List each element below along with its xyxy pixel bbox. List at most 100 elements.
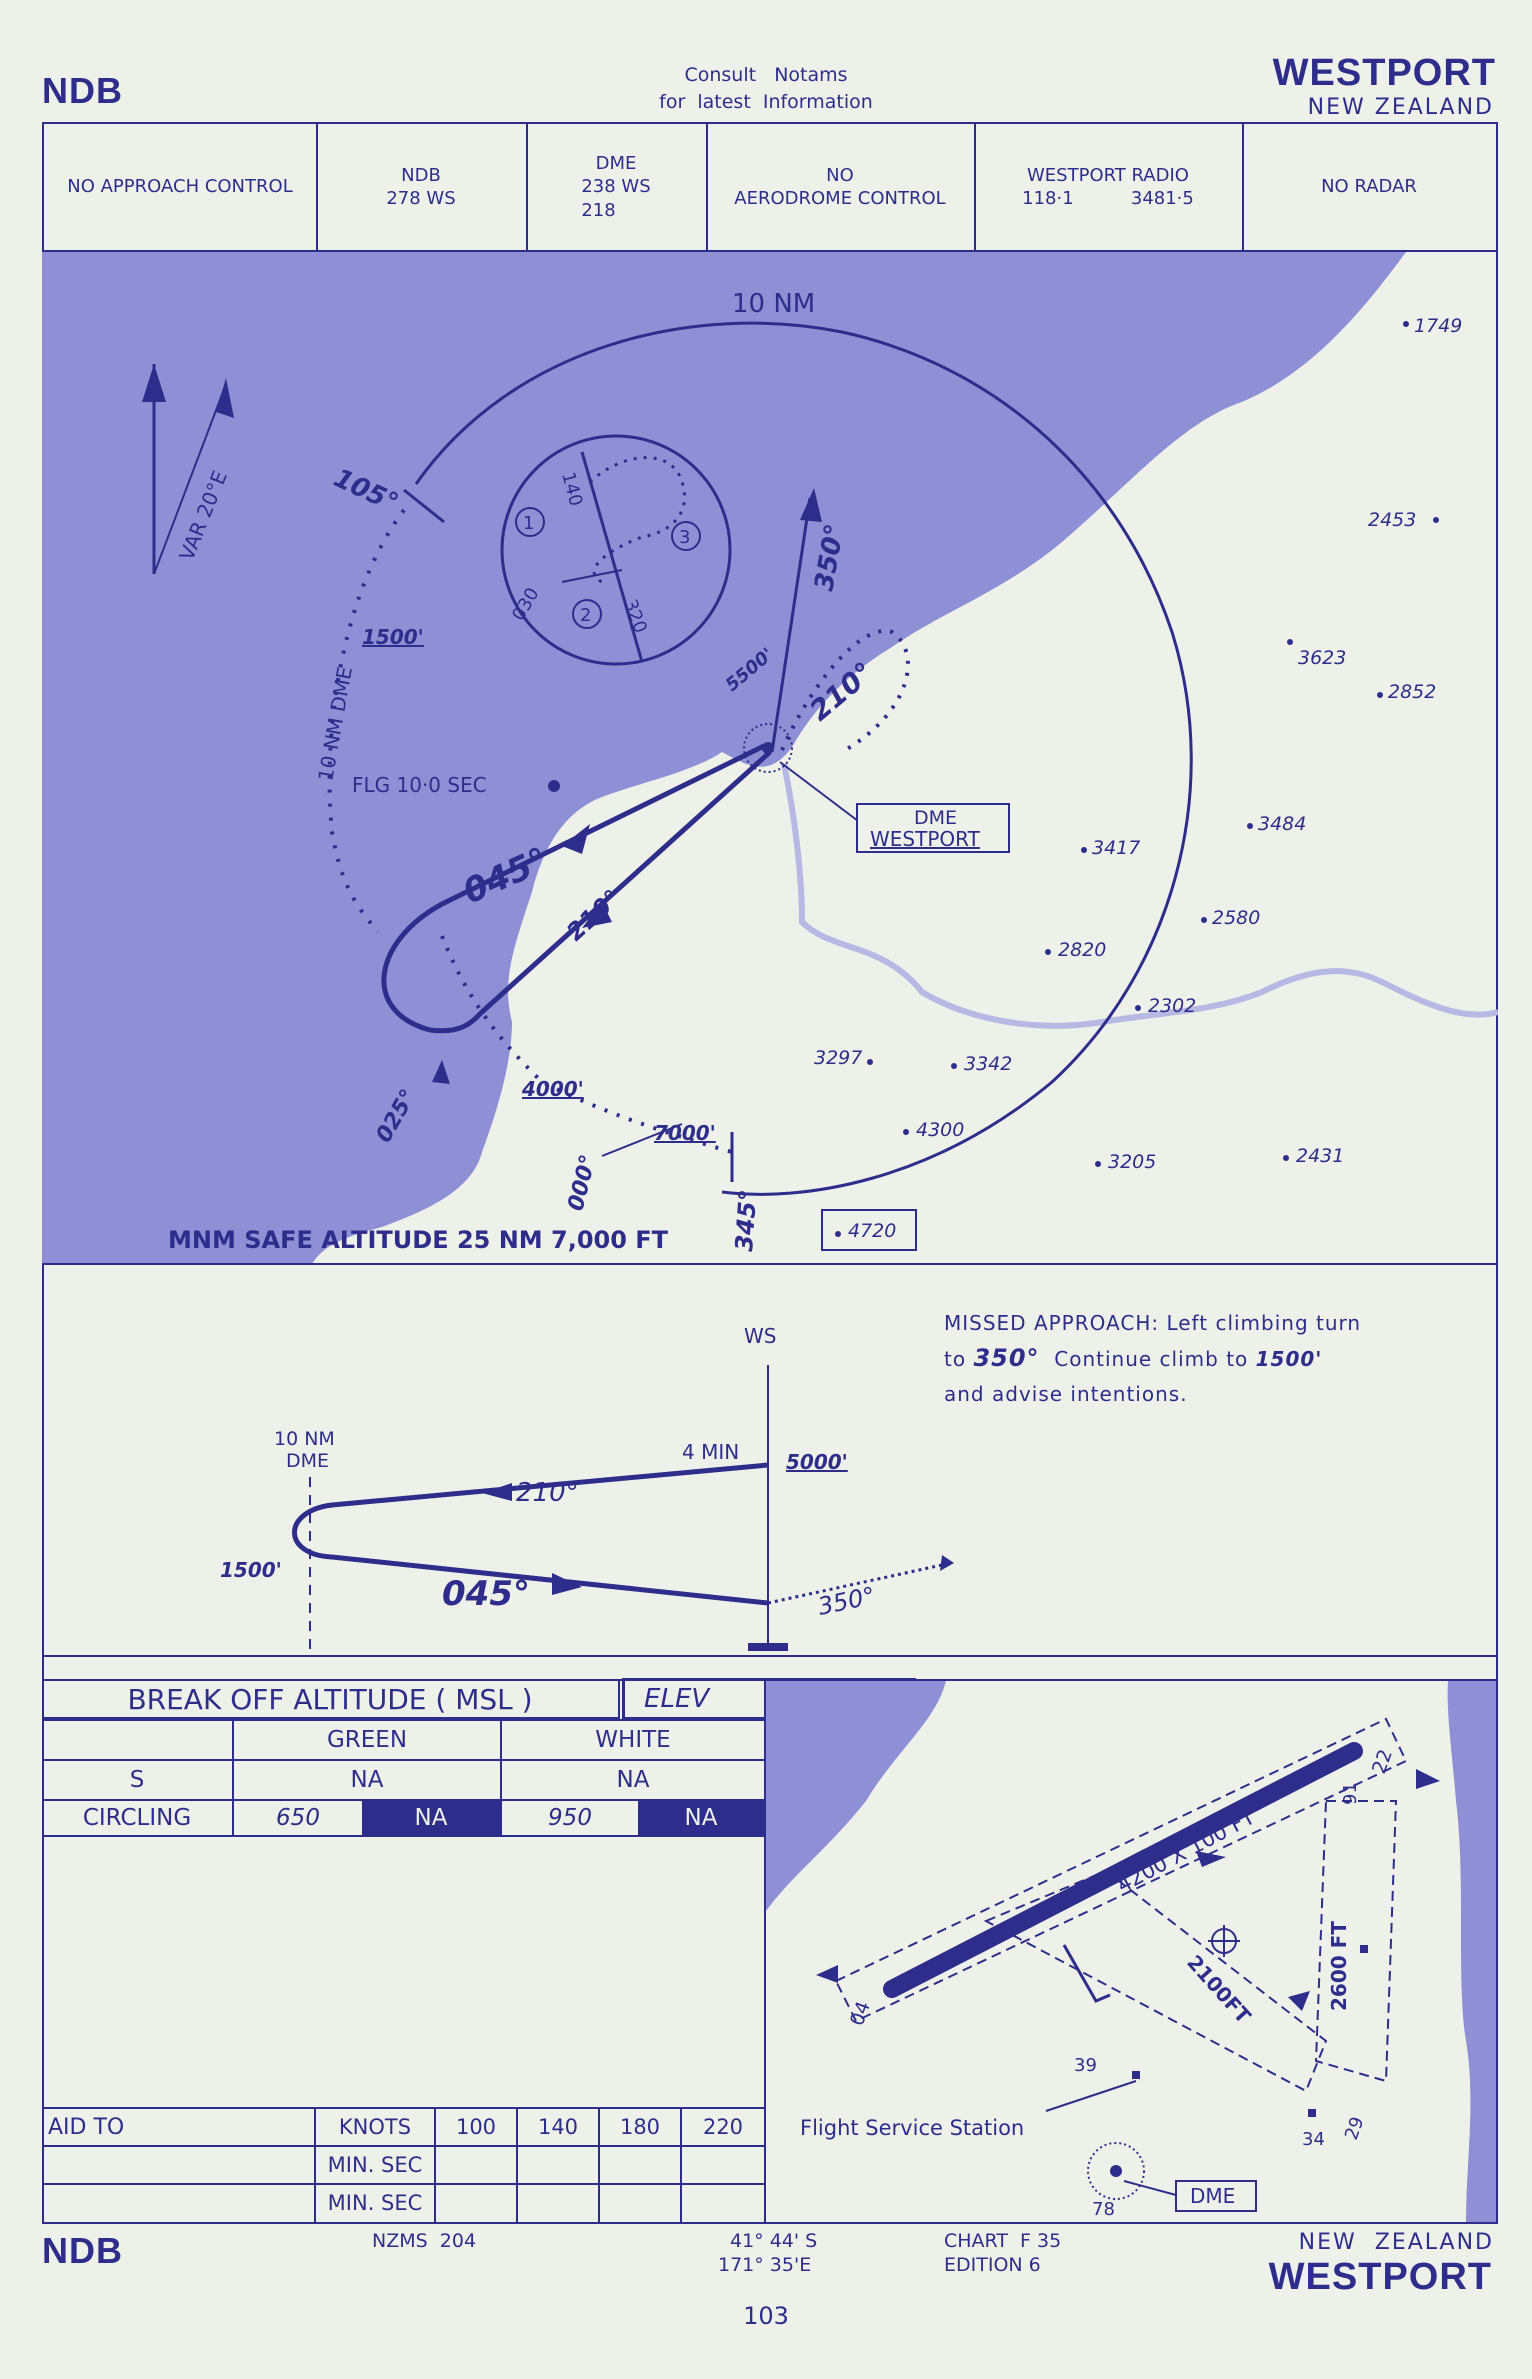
runway-22-arrow [1416,1769,1440,1789]
circling-green: 650 [276,1805,320,1831]
circling-white-na: NA [638,1801,764,1835]
info-radio-freqs: 118·1 3481·5 [1022,188,1194,209]
magnetic-north-line [153,383,227,575]
speed-140: 140 [537,2115,579,2139]
info-ndb-label: NDB [401,164,441,186]
alt-4000: 4000' [521,1077,584,1101]
spot-height: 3417 [1092,837,1140,859]
missed-approach-arrowhead [800,488,822,522]
profile-course-350: 350° [815,1581,877,1620]
fss-leader [1045,2080,1137,2112]
info-dme-channel: 238 WS [581,176,651,198]
info-box-approach: NO APPROACH CONTROL [44,124,318,250]
magnetic-north-arrowhead [216,378,234,418]
row-circling: CIRCLING [82,1805,192,1831]
holding-inset-circle [500,434,732,666]
footer-chart-number: CHART F 35 [944,2230,1062,2252]
grass-strip-2100 [983,1869,1328,2093]
missed-to: to [944,1347,974,1371]
header-aerodrome-title: WESTPORT [1272,52,1496,94]
spot-dot [1287,639,1293,645]
spot-dot [951,1063,957,1069]
spot-height: 3342 [964,1053,1012,1075]
spot-height: 4300 [916,1119,964,1141]
aerodrome-sea-east [1447,1681,1496,2222]
procedure-turn [381,743,772,1034]
dme-label: DME [1190,2184,1235,2208]
spot-4720-box [821,1209,917,1251]
spot-4720-label: 4720 [848,1220,896,1242]
hold-entry-2-marker [572,599,602,629]
runway-04-label: 04 [846,1998,875,2028]
spot-dot [1201,917,1207,923]
spot-height: 2820 [1058,939,1106,961]
minima-rule [232,1719,234,1837]
missed-approach-line1: MISSED APPROACH: Left climbing turn [944,1311,1362,1335]
spot-height: 2453 [1368,509,1416,531]
minima-rule [42,1835,766,1837]
strip-34-label: 34 [1302,2129,1325,2150]
info-ndb-freq: 278 WS [386,188,456,209]
spot-height: 2302 [1148,995,1196,1017]
arc-alt-1500: 1500' [362,625,424,649]
aerodrome-building [1360,1945,1368,1953]
spot-dot [1045,949,1051,955]
hold-entry-3: 3 [679,527,690,548]
spot-dot [1283,1155,1289,1161]
flight-service-station-label: Flight Service Station [800,2116,1024,2140]
course-025-arrow [432,1060,450,1084]
dme-box-name: WESTPORT [870,827,981,851]
notam-notice-line1: Consult Notams [684,64,848,86]
footer-nzms: NZMS 204 [372,2230,477,2252]
s-green: NA [350,1767,384,1793]
timing-rule [314,2107,316,2222]
divider-plan-profile [42,1263,1498,1265]
hold-track [588,456,687,584]
profile-track [292,1462,769,1606]
info-aerodrome-control: AERODROME CONTROL [734,188,946,209]
profile-arrow-045 [552,1573,582,1595]
river [781,763,1498,1029]
footer-procedure-type: NDB [42,2230,123,2271]
spot-dot [1095,1161,1101,1167]
info-aerodrome-no: NO [826,164,854,186]
spot-dot [1135,1005,1141,1011]
profile-alt-5000: 5000' [786,1450,848,1474]
s-white: NA [616,1767,650,1793]
dme-10nm-label: 10 NM [274,1428,335,1450]
timing-table: AID TO KNOTS 100 140 180 220 MIN. SEC MI… [42,2107,766,2224]
timing-rule [598,2107,600,2222]
missed-approach-line2: to 350° Continue climb to 1500' [944,1341,1361,1377]
missed-continue: Continue climb to [1039,1347,1256,1371]
runway-strip [834,1717,1408,2023]
strip-29-label: 29 [1341,2114,1369,2143]
spot-height: 2431 [1296,1145,1344,1167]
plan-view: 10 NM 1 2 3 140 030 320 VAR 20°E 10 NM D… [42,252,1498,1264]
knots-label: KNOTS [338,2115,412,2139]
footer-edition: EDITION 6 [944,2254,1041,2276]
course-000-line [601,1123,683,1157]
timing-rule [516,2107,518,2222]
ws-station-label: WS [744,1324,776,1348]
spot-height: 2852 [1388,681,1436,703]
divider-vertical [764,1681,766,2222]
true-north-arrowhead [142,364,166,402]
notam-notice-line2: for latest Information [659,91,873,113]
aid-to-label: AID TO [48,2115,125,2140]
col-white: WHITE [595,1727,671,1753]
taxiway [1062,1944,1111,2003]
col-green: GREEN [326,1727,408,1753]
header-procedure-type: NDB [42,70,123,111]
spot-height: 2580 [1212,907,1260,929]
spot-dot [903,1129,909,1135]
dme-label-box [1175,2180,1257,2212]
strip-2600-label: 2600 FT [1327,1921,1351,2011]
dme-leader [1123,2180,1177,2196]
minima-table: GREEN WHITE S NA NA CIRCLING 650 NA 950 … [42,1719,766,1839]
info-dme-freq: 218 [581,199,616,221]
minima-rule [500,1719,502,1837]
footer-aerodrome-title: WESTPORT [1268,2256,1492,2298]
